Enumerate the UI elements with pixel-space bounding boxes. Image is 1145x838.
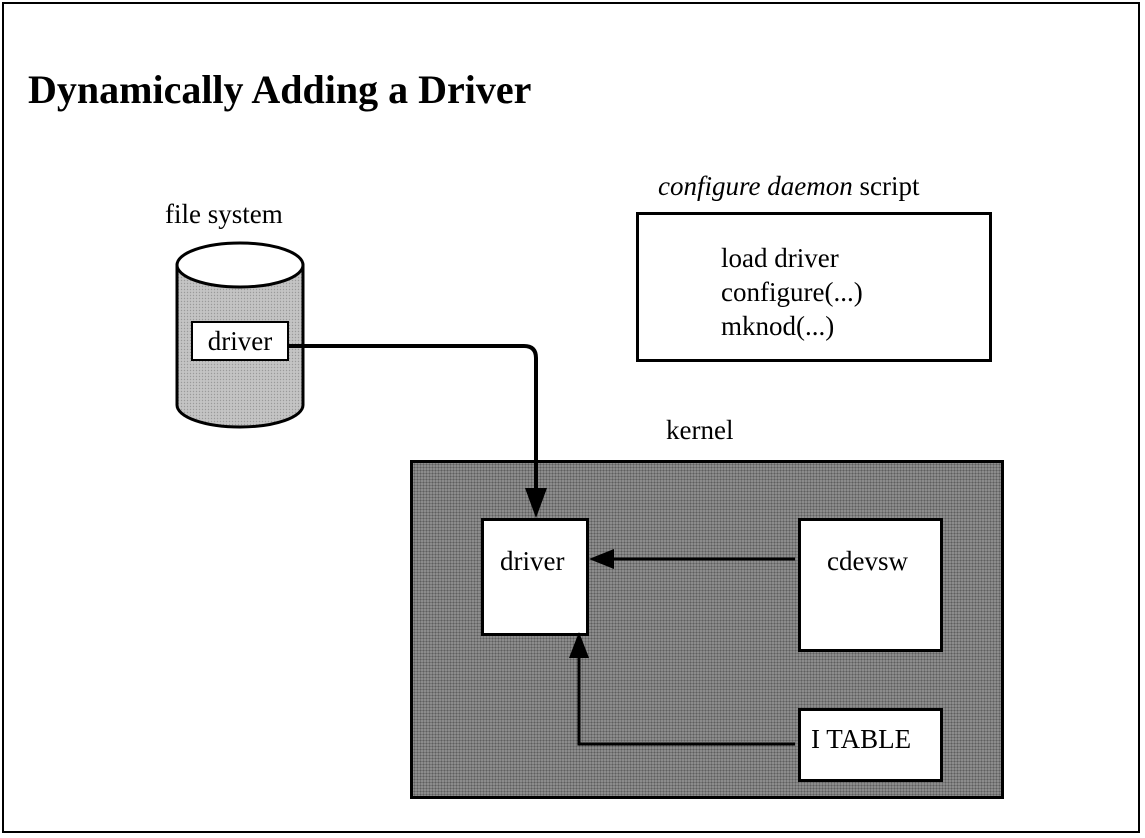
script-lines: load driver configure(...) mknod(...) xyxy=(721,241,863,343)
kernel-driver-label: driver xyxy=(500,546,565,576)
slide-title: Dynamically Adding a Driver xyxy=(28,67,532,112)
script-line-load-driver: load driver xyxy=(721,243,839,273)
script-line-configure: configure(...) xyxy=(721,277,863,307)
script-label-italic: configure daemon xyxy=(658,171,853,201)
cdevsw-label: cdevsw xyxy=(827,546,908,576)
kernel-box: driver cdevsw I TABLE xyxy=(410,460,1004,799)
script-line-mknod: mknod(...) xyxy=(721,311,835,341)
cdevsw-box: cdevsw xyxy=(798,518,943,652)
configure-daemon-script-box: load driver configure(...) mknod(...) xyxy=(636,212,992,362)
itable-box: I TABLE xyxy=(798,708,943,782)
itable-label: I TABLE xyxy=(811,724,912,754)
script-label-rest: script xyxy=(852,171,920,201)
kernel-driver-box: driver xyxy=(481,518,589,636)
file-system-label: file system xyxy=(165,199,283,229)
kernel-label: kernel xyxy=(666,415,734,445)
script-label: configure daemon script xyxy=(658,170,919,202)
